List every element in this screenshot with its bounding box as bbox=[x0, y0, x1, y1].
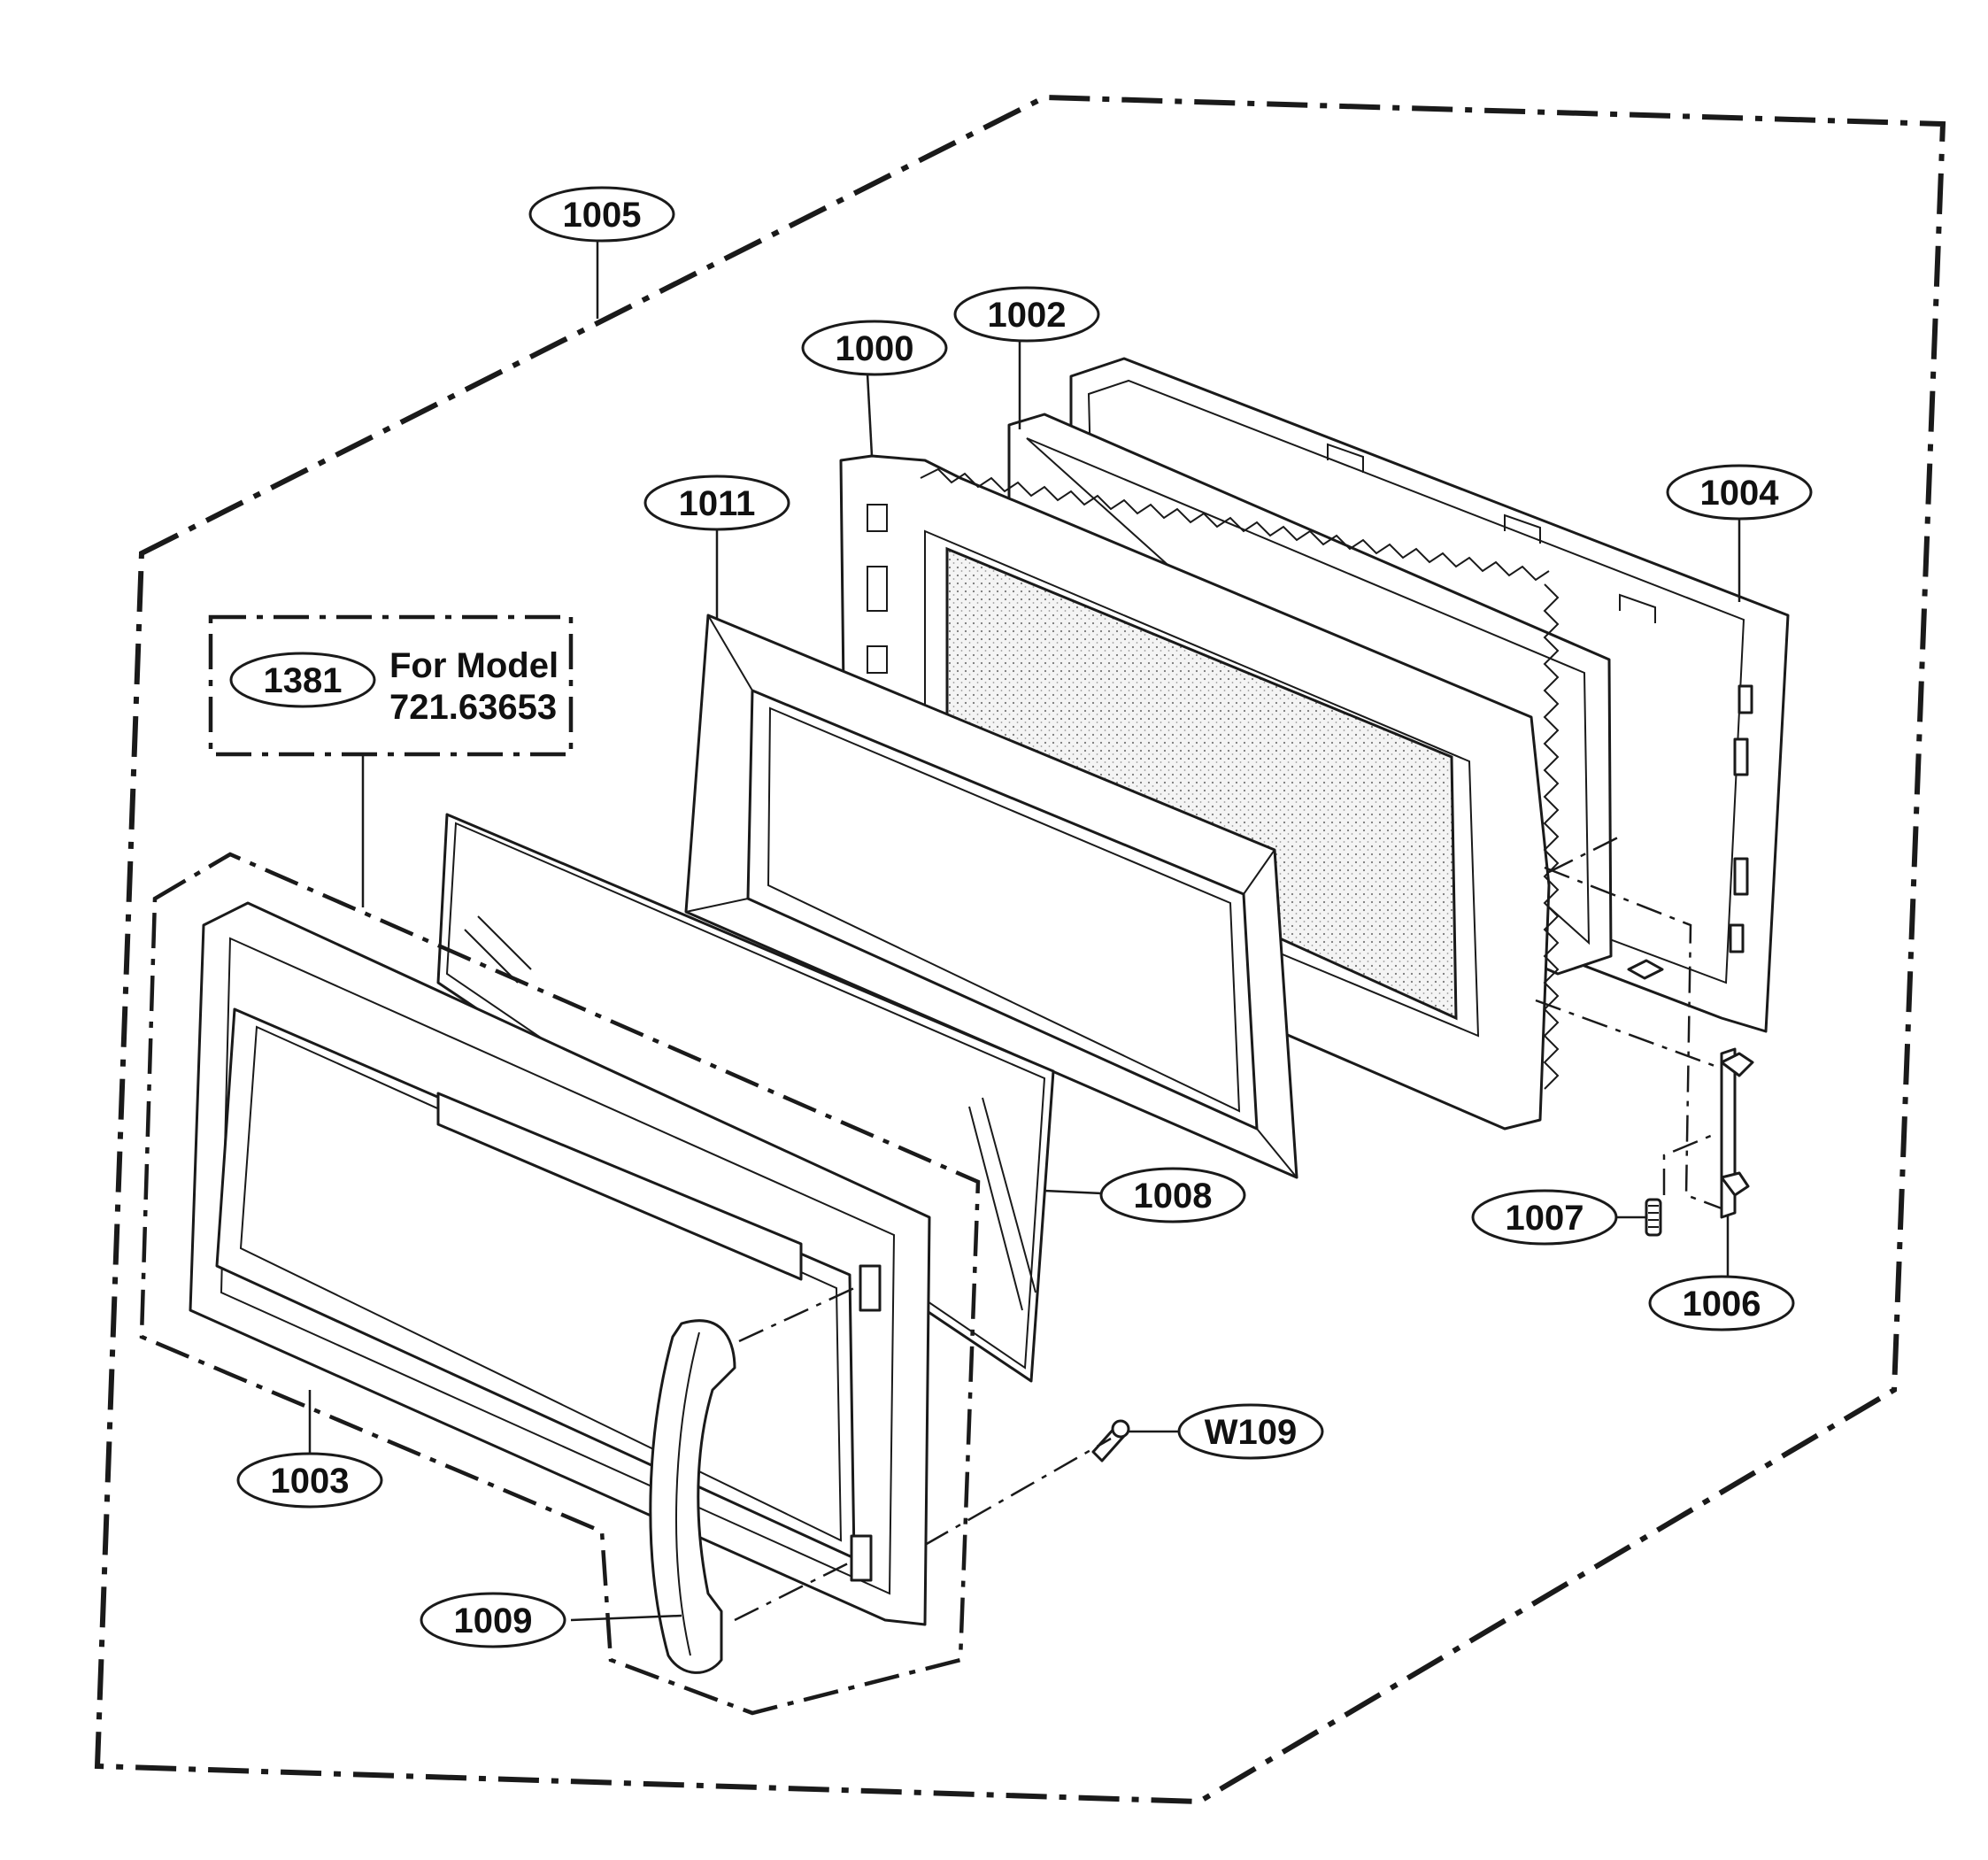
callout-1008-label: 1008 bbox=[1134, 1177, 1213, 1216]
callout-1003[interactable]: 1003 bbox=[236, 1452, 383, 1509]
callout-1007-label: 1007 bbox=[1506, 1199, 1584, 1238]
callout-1005-label: 1005 bbox=[563, 196, 642, 235]
model-note-box bbox=[208, 614, 574, 757]
callout-1009-label: 1009 bbox=[454, 1601, 533, 1640]
part-1006-latch bbox=[1720, 1047, 1754, 1219]
callout-1007[interactable]: 1007 bbox=[1471, 1189, 1618, 1246]
mesh-window bbox=[945, 546, 1458, 1021]
callout-1003-label: 1003 bbox=[271, 1462, 350, 1501]
callout-1000-label: 1000 bbox=[836, 329, 914, 368]
assembly-1003-boundary bbox=[139, 852, 981, 1716]
assembly-1005-boundary bbox=[94, 94, 1946, 1805]
callout-1381-label: 1381 bbox=[264, 661, 343, 700]
part-w109-screw bbox=[1091, 1419, 1130, 1463]
callout-1002-label: 1002 bbox=[988, 296, 1067, 335]
model-note-line2: 721.63653 bbox=[389, 688, 557, 727]
callout-1002[interactable]: 1002 bbox=[953, 286, 1100, 343]
callout-1011[interactable]: 1011 bbox=[643, 475, 790, 531]
callout-1004-label: 1004 bbox=[1700, 474, 1780, 513]
callout-1004[interactable]: 1004 bbox=[1666, 464, 1813, 521]
part-1009-handle bbox=[649, 1319, 736, 1674]
callout-1006[interactable]: 1006 bbox=[1648, 1275, 1795, 1331]
callout-1005[interactable]: 1005 bbox=[528, 186, 675, 243]
part-1011-door-frame bbox=[684, 614, 1298, 1179]
callout-1000[interactable]: 1000 bbox=[801, 320, 948, 376]
assembly-lines bbox=[734, 835, 1722, 1622]
callout-1008[interactable]: 1008 bbox=[1099, 1167, 1246, 1223]
callout-1011-label: 1011 bbox=[679, 484, 756, 523]
leader-lines bbox=[308, 241, 1741, 1622]
callout-1006-label: 1006 bbox=[1683, 1285, 1761, 1324]
callout-1381[interactable]: 1381 bbox=[229, 652, 376, 708]
callout-w109[interactable]: W109 bbox=[1177, 1403, 1324, 1460]
callout-w109-label: W109 bbox=[1205, 1413, 1298, 1452]
part-1007-spring bbox=[1645, 1198, 1662, 1237]
callout-1009[interactable]: 1009 bbox=[420, 1592, 566, 1648]
model-note-line1: For Model bbox=[389, 646, 559, 685]
